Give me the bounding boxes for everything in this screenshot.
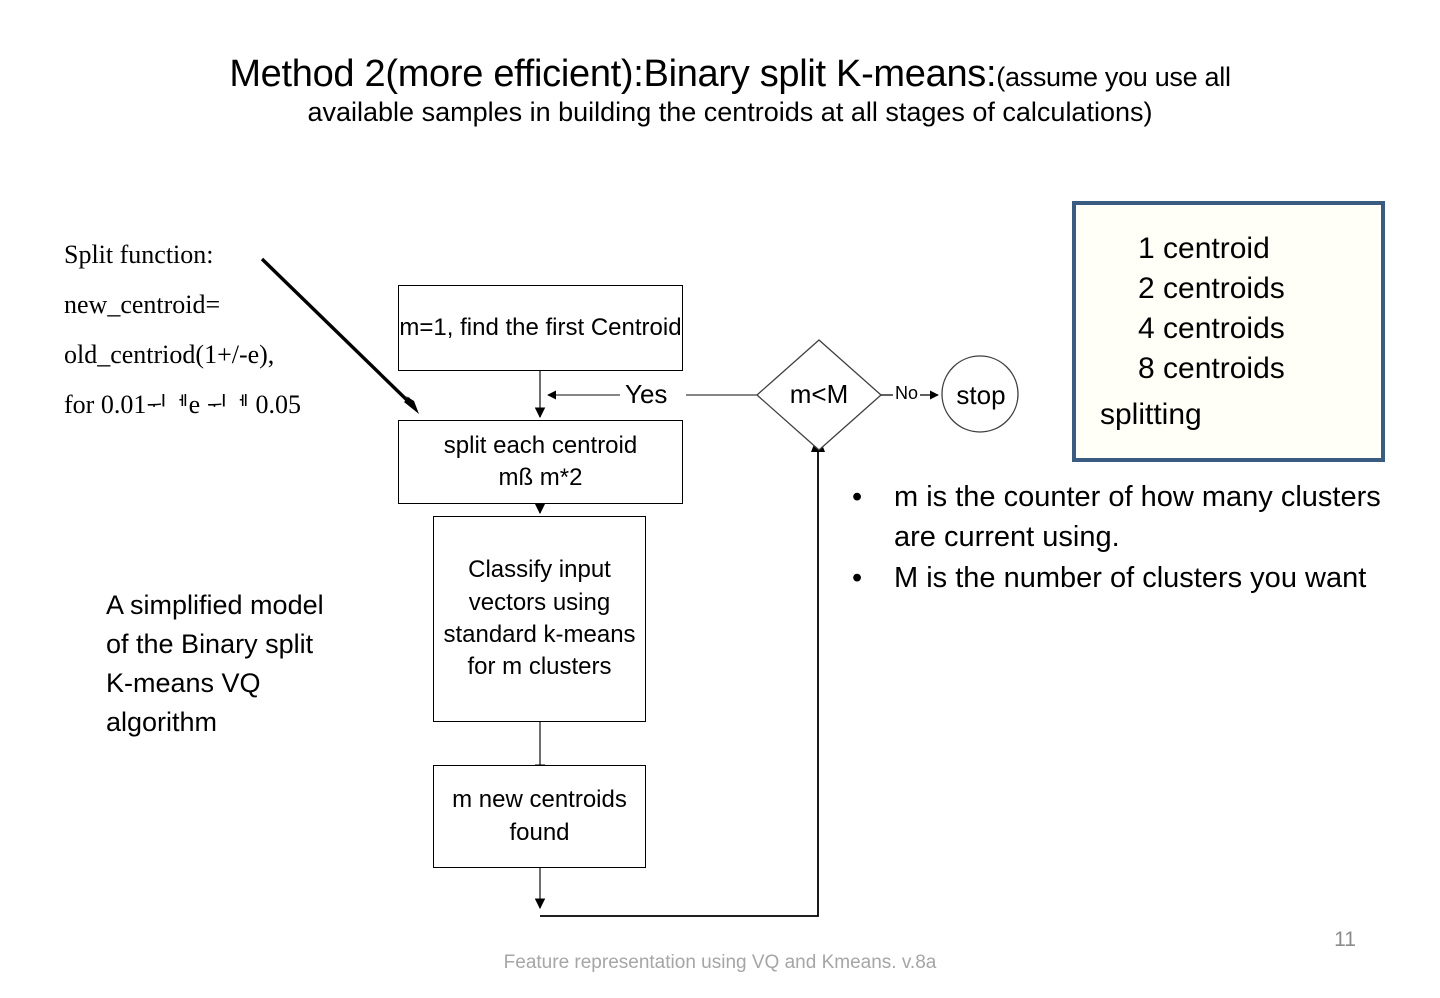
- title-subtitle: available samples in building the centro…: [307, 96, 1153, 127]
- connector-loop-return: [540, 445, 819, 917]
- flow-box-classify-label: Classify input vectors using standard k-…: [443, 556, 636, 681]
- flow-box-classify[interactable]: Classify input vectors using standard k-…: [433, 516, 646, 722]
- split-function-range-suffix: 0.05: [249, 389, 302, 419]
- flow-box-split-line2: mß m*2: [498, 464, 583, 491]
- split-function-pointer-arrow: [260, 257, 419, 414]
- list-item: • M is the number of clusters you want: [852, 559, 1412, 599]
- bullet-marker-icon: •: [852, 481, 863, 513]
- flow-box-split-line1: split each centroid: [443, 431, 638, 459]
- flow-box-split-centroid[interactable]: split each centroid mß m*2: [398, 420, 683, 504]
- flow-label-yes: Yes: [622, 381, 671, 407]
- flow-box-new-centroids-found[interactable]: m new centroids found: [433, 765, 646, 868]
- title-main-line: Method 2(more efficient):Binary split K-…: [70, 52, 1390, 97]
- split-function-note: Split function: new_centroid= old_centri…: [64, 230, 394, 430]
- flow-label-no: No: [893, 383, 921, 403]
- legend-line-4: 8 centroids: [1138, 351, 1285, 385]
- simplified-model-caption: A simplified model of the Binary split K…: [106, 590, 324, 737]
- split-function-line-1: Split function:: [64, 240, 214, 269]
- bullet-text-M: M is the number of clusters you want: [894, 562, 1367, 595]
- flow-box-found-label: m new centroids found: [452, 786, 627, 846]
- decision-diamond: [756, 339, 882, 451]
- legend-line-3: 4 centroids: [1138, 311, 1285, 345]
- list-item: • m is the counter of how many clusters …: [852, 478, 1412, 557]
- less-equal-glyph-1: ᅱᅦ: [146, 392, 189, 419]
- decision-condition-label: m<M: [789, 379, 849, 409]
- split-function-range-prefix: for 0.01: [64, 389, 147, 419]
- split-function-line-2: new_centroid=: [64, 289, 221, 319]
- title-main-text: Method 2(more efficient):Binary split K-…: [229, 53, 997, 95]
- stop-terminator-circle: [941, 355, 1019, 433]
- split-function-variable: e: [188, 389, 207, 419]
- splitting-legend-lines: 1 centroid 2 centroids 4 centroids 8 cen…: [1138, 229, 1388, 389]
- slide-footer: Feature representation using VQ and Kmea…: [503, 952, 937, 973]
- legend-splitting-label: splitting: [1100, 398, 1202, 431]
- legend-line-2: 2 centroids: [1138, 271, 1285, 305]
- definition-bullet-list: • m is the counter of how many clusters …: [852, 478, 1412, 601]
- splitting-legend-box: [1072, 201, 1385, 462]
- less-equal-glyph-2: ᅱᅦ: [206, 392, 250, 419]
- flow-box-init-label: m=1, find the first Centroid: [399, 313, 682, 341]
- bullet-text-m: m is the counter of how many clusters ar…: [894, 481, 1381, 553]
- flow-box-split-label: split each centroid mß m*2: [444, 430, 637, 495]
- page-number: 11: [1334, 928, 1356, 951]
- legend-line-1: 1 centroid: [1138, 232, 1270, 265]
- page-title: Method 2(more efficient):Binary split K-…: [70, 52, 1390, 129]
- title-main-suffix: (assume you use all: [996, 62, 1231, 92]
- bullet-marker-icon: •: [852, 562, 863, 595]
- stop-terminator-label: stop: [956, 380, 1006, 410]
- flow-box-init[interactable]: m=1, find the first Centroid: [398, 285, 683, 371]
- split-function-line-3: old_centriod(1+/-e),: [64, 339, 275, 369]
- split-function-line-4: for 0.01ᅱᅦe ᅱᅦ 0.05: [64, 380, 394, 430]
